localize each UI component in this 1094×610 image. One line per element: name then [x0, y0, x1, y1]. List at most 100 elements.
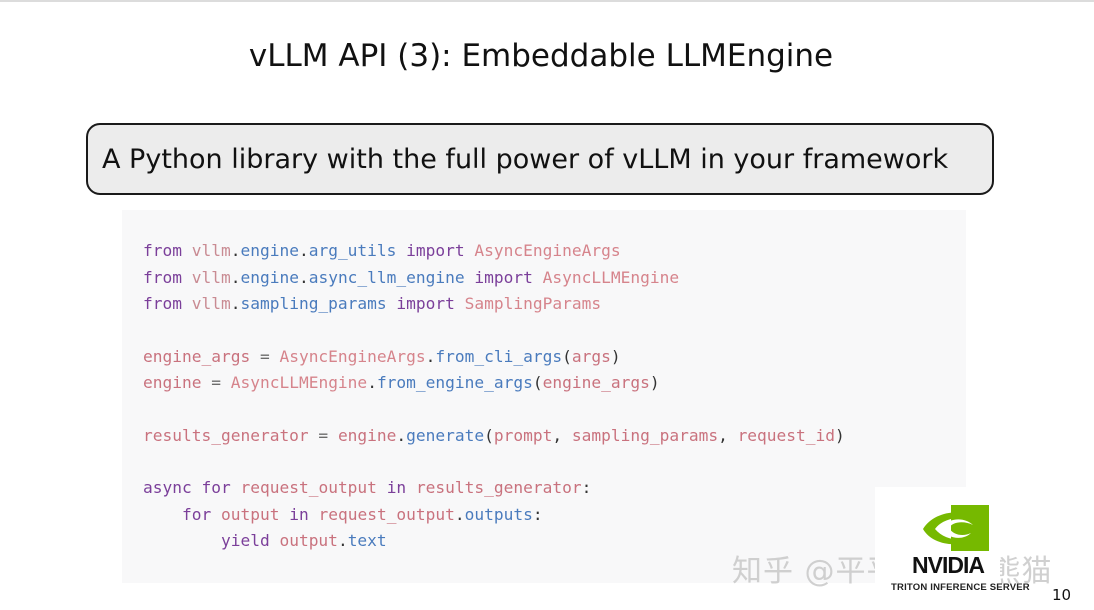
code-token: generate	[406, 425, 485, 445]
code-lines: from vllm.engine.arg_utils import AsyncE…	[143, 238, 845, 555]
code-token	[533, 268, 543, 287]
code-token: .	[367, 373, 377, 392]
triton-label: TRITON INFERENCE SERVER	[891, 582, 1030, 593]
code-token: ,	[718, 425, 738, 445]
code-line: engine = AsyncLLMEngine.from_engine_args…	[143, 370, 845, 397]
code-token	[396, 241, 406, 260]
code-line: results_generator = engine.generate(prom…	[143, 423, 845, 450]
code-token	[143, 505, 182, 524]
code-line: engine_args = AsyncEngineArgs.from_cli_a…	[143, 344, 845, 371]
code-token: in	[289, 504, 309, 524]
code-token: (	[562, 346, 572, 366]
code-line: async for request_output in results_gene…	[143, 475, 845, 502]
code-block: from vllm.engine.arg_utils import AsyncE…	[122, 210, 966, 583]
code-token: from	[143, 294, 182, 313]
code-token	[465, 268, 475, 287]
code-token: output	[220, 504, 280, 524]
code-token: .	[396, 425, 407, 445]
code-token	[377, 478, 387, 497]
code-token: vllm	[191, 267, 231, 287]
nvidia-eye-icon	[923, 505, 989, 551]
code-token: engine	[143, 373, 202, 392]
code-token: AsyncLLMEngine	[230, 373, 368, 392]
code-token: request_id	[737, 425, 836, 445]
code-line	[143, 318, 845, 344]
code-token: .	[425, 346, 436, 366]
code-token: prompt	[493, 425, 553, 445]
code-token: async	[143, 478, 192, 497]
code-token: import	[396, 294, 455, 313]
code-token	[387, 294, 397, 313]
code-token	[455, 294, 465, 313]
code-token: sampling_params	[571, 425, 719, 445]
code-token: engine	[240, 241, 299, 260]
callout-text: A Python library with the full power of …	[102, 144, 949, 175]
nvidia-wordmark: NVIDIA	[912, 552, 985, 578]
code-token	[182, 268, 192, 287]
code-token	[309, 505, 319, 524]
code-token: )	[835, 425, 845, 445]
code-token: .	[298, 241, 309, 260]
code-token: ,	[552, 425, 572, 445]
code-token: yield	[220, 531, 270, 550]
code-token: =	[250, 346, 280, 366]
code-token: sampling_params	[240, 294, 387, 313]
code-token: import	[474, 267, 533, 287]
code-token: SamplingParams	[464, 294, 602, 313]
code-token: engine_args	[143, 346, 251, 366]
code-token: .	[230, 294, 241, 313]
code-token	[406, 478, 416, 497]
code-token: :	[532, 504, 543, 524]
code-token: engine	[240, 267, 299, 287]
code-token: output	[279, 531, 338, 550]
callout-box: A Python library with the full power of …	[86, 123, 994, 195]
code-token: AsyncLLMEngine	[542, 267, 680, 287]
code-token: arg_utils	[308, 241, 397, 260]
code-token: args	[571, 346, 611, 366]
code-token: .	[337, 531, 348, 550]
code-token	[211, 505, 221, 524]
code-token: engine_args	[542, 373, 650, 392]
code-token: AsyncEngineArgs	[474, 241, 621, 260]
code-token: from	[143, 267, 182, 287]
code-token: results_generator	[415, 478, 582, 497]
code-token	[270, 531, 280, 550]
code-token: for	[201, 478, 231, 497]
code-line: yield output.text	[143, 528, 845, 555]
code-token: .	[298, 267, 309, 287]
code-token: text	[347, 531, 387, 550]
code-token: (	[484, 425, 494, 445]
code-token	[279, 505, 289, 524]
code-line: from vllm.sampling_params import Samplin…	[143, 291, 845, 318]
code-line: from vllm.engine.async_llm_engine import…	[143, 265, 845, 292]
code-token: (	[532, 373, 543, 392]
code-token: vllm	[191, 241, 231, 260]
code-line: from vllm.engine.arg_utils import AsyncE…	[143, 238, 845, 265]
code-token: request_output	[318, 504, 455, 524]
code-token: vllm	[191, 294, 231, 313]
code-token: in	[386, 478, 407, 497]
code-line	[143, 397, 845, 423]
code-token	[182, 241, 192, 260]
top-rule	[0, 0, 1094, 2]
code-token: AsyncEngineArgs	[279, 346, 426, 366]
code-token: =	[308, 425, 338, 445]
code-token: for	[181, 504, 212, 524]
code-token	[143, 531, 221, 550]
page-number: 10	[1052, 586, 1072, 604]
code-token	[465, 241, 475, 260]
slide-title: vLLM API (3): Embeddable LLMEngine	[248, 38, 834, 74]
code-token: engine	[337, 425, 397, 445]
code-token: results_generator	[143, 425, 309, 445]
code-line: for output in request_output.outputs:	[143, 502, 845, 529]
code-token: .	[230, 241, 241, 260]
code-token: async_llm_engine	[308, 267, 465, 287]
code-token	[182, 294, 192, 313]
code-token: request_output	[240, 478, 377, 497]
code-token: =	[201, 373, 231, 392]
code-token: )	[610, 346, 621, 366]
code-token: from_engine_args	[376, 373, 533, 392]
code-token: )	[649, 373, 660, 392]
code-token: from	[143, 241, 182, 260]
code-token: .	[454, 504, 465, 524]
